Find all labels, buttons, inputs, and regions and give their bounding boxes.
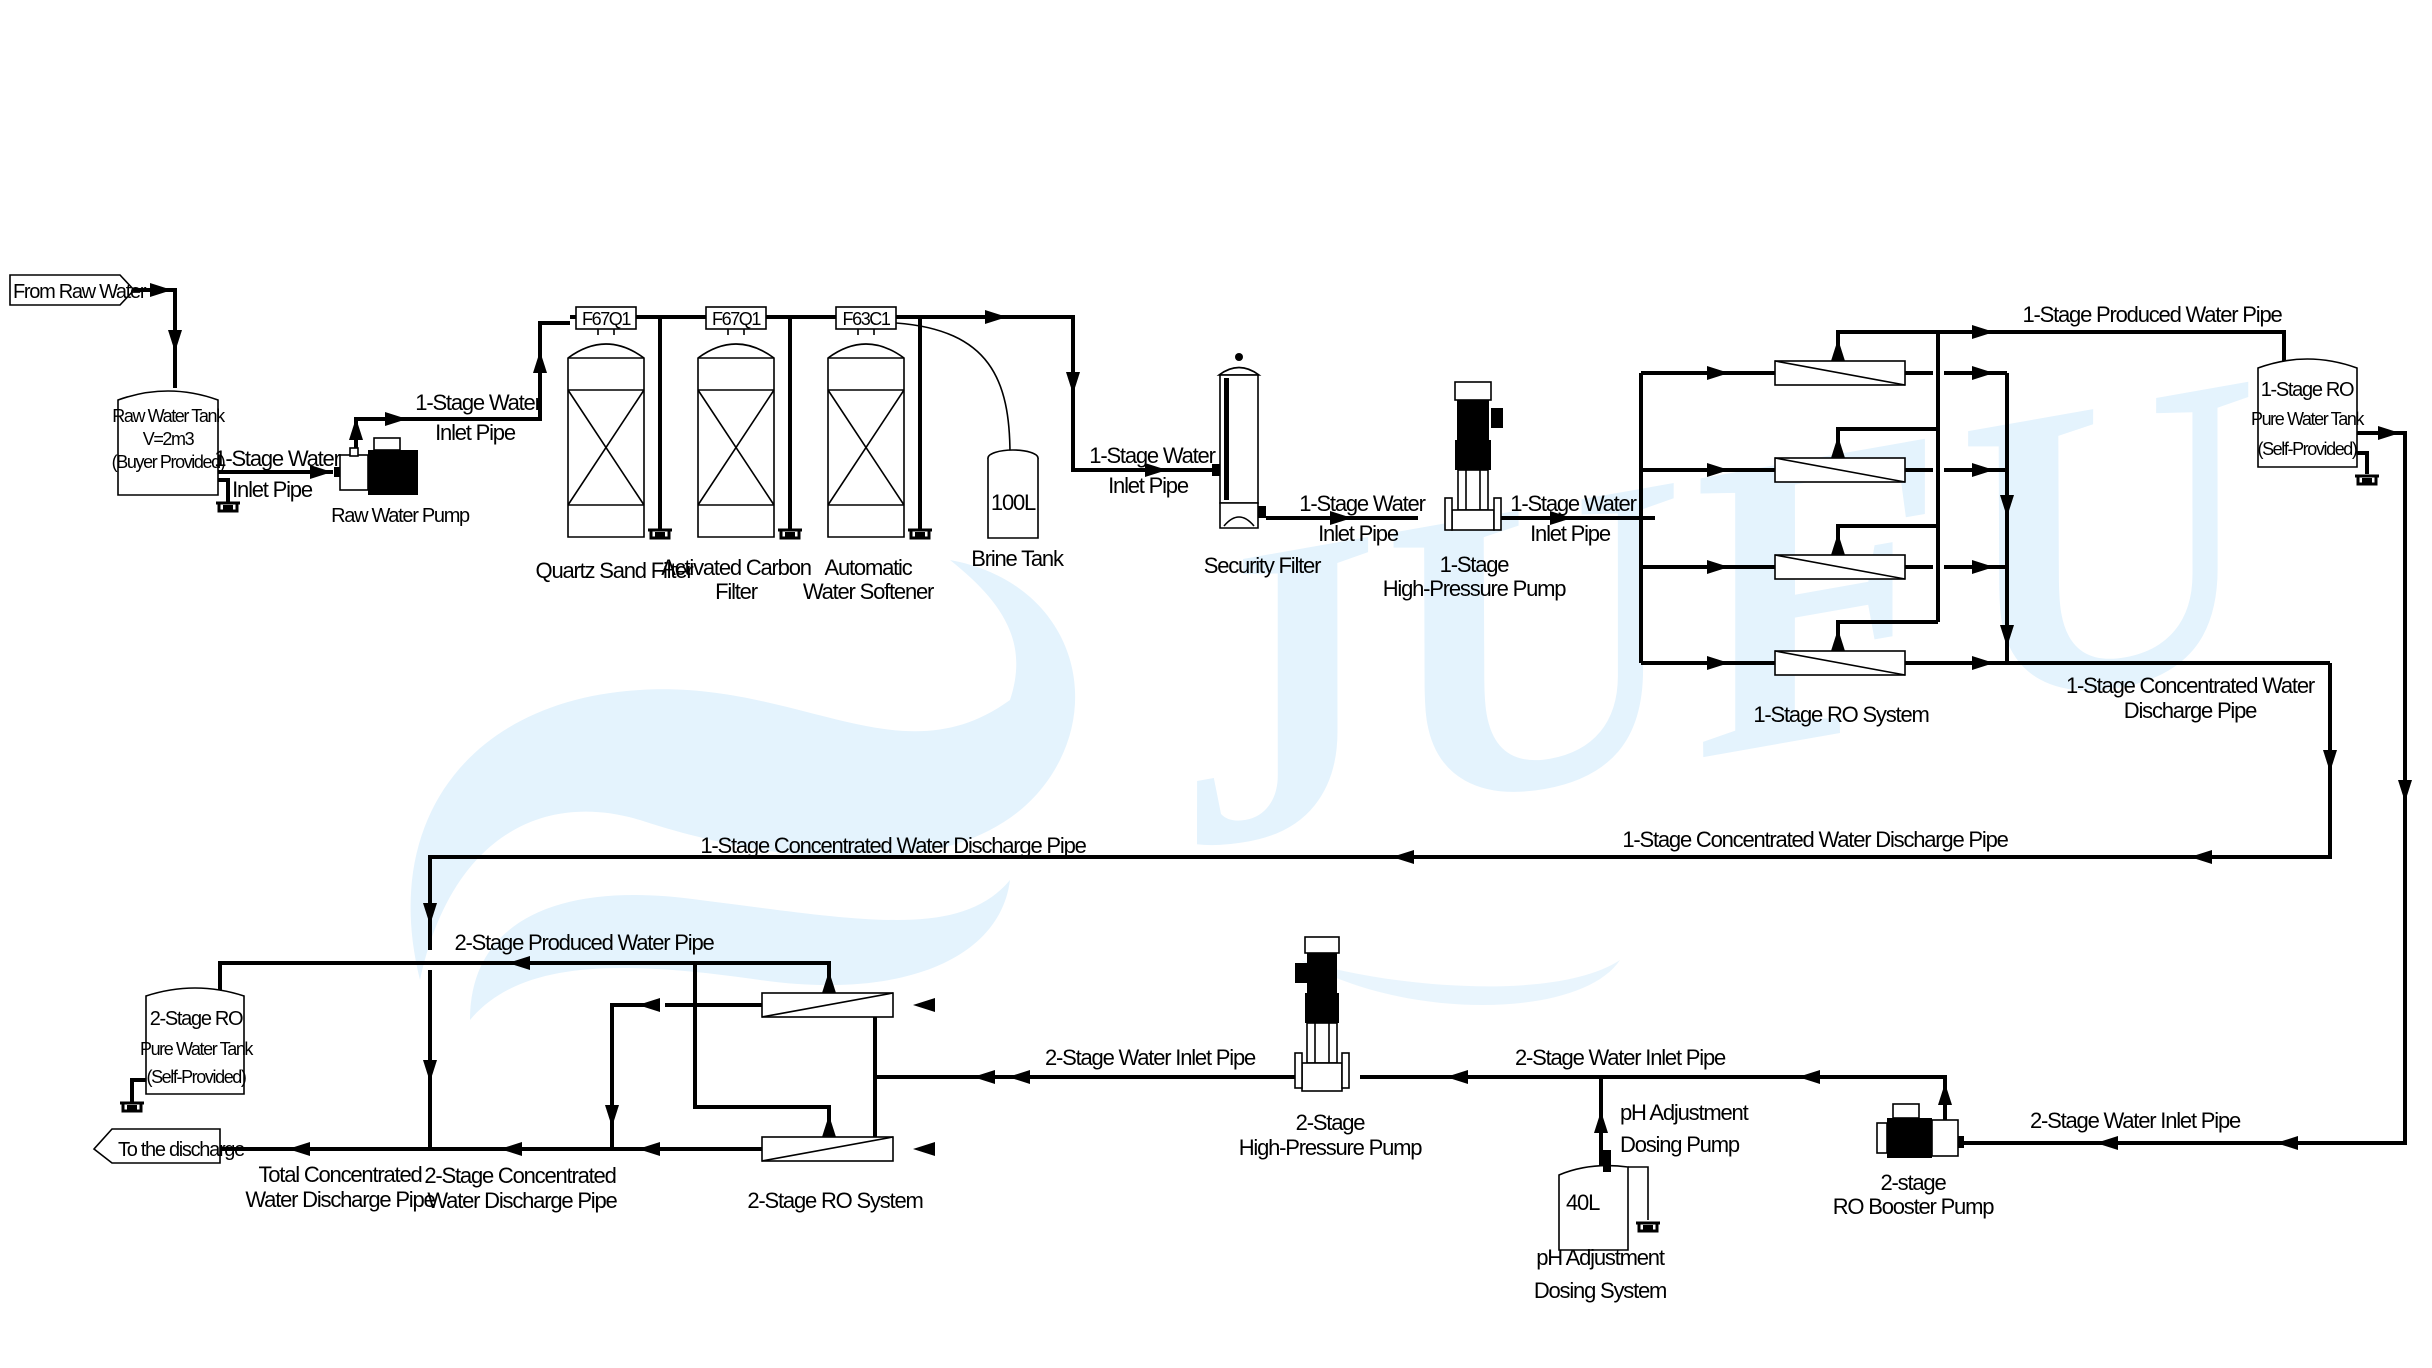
pipe-label-total-concentrate-line1: Total Concentrated xyxy=(258,1162,421,1187)
pipe-label-concentrate-1-line2: Discharge Pipe xyxy=(2124,698,2257,723)
pipe-label-inlet-1a-line1: 1-Stage Water xyxy=(214,446,340,471)
valve-label-3: F63C1 xyxy=(842,309,890,329)
pipe-label-total-concentrate-line2: Water Discharge Pipe xyxy=(245,1187,435,1212)
security-filter: Security Filter xyxy=(1204,353,1322,578)
raw-water-tank-label: Raw Water Tank xyxy=(112,406,226,426)
pipe-label-concentrate-2-line2: Water Discharge Pipe xyxy=(427,1188,617,1213)
water-softener-label-2: Water Softener xyxy=(803,579,934,604)
pipe-label-inlet-1b-line1: 1-Stage Water xyxy=(415,390,541,415)
pipe-label-inlet-2b: 2-Stage Water Inlet Pipe xyxy=(1515,1045,1726,1070)
ph-pump-label-1: pH Adjustment xyxy=(1620,1100,1749,1125)
pipe-label-inlet-1e-line2: Inlet Pipe xyxy=(1530,521,1611,546)
pipe-label-inlet-1a-line2: Inlet Pipe xyxy=(232,477,313,502)
pipe-label-produced-1: 1-Stage Produced Water Pipe xyxy=(2022,302,2282,327)
ph-system-label-2: Dosing System xyxy=(1534,1278,1666,1303)
pipe-label-inlet-1d-line2: Inlet Pipe xyxy=(1318,521,1399,546)
pipe-label-concentrate-2-line1: 2-Stage Concentrated xyxy=(424,1163,615,1188)
ro-tank-1-label-3: (Self-Provided) xyxy=(2257,439,2356,459)
ro-tank-1: 1-Stage RO Pure Water Tank (Self-Provide… xyxy=(2251,358,2381,486)
pipe-label-produced-2: 2-Stage Produced Water Pipe xyxy=(454,930,714,955)
raw-water-tank-note: (Buyer Provided) xyxy=(112,452,225,472)
quartz-sand-filter-label: Quartz Sand Filter xyxy=(536,558,694,583)
raw-water-tank: Raw Water Tank V=2m3 (Buyer Provided) xyxy=(112,390,228,496)
hp-pump-1-label-1: 1-Stage xyxy=(1440,552,1510,577)
quartz-sand-filter: F67Q1 Quartz Sand Filter xyxy=(536,306,695,583)
hp-pump-2: 2-Stage High-Pressure Pump xyxy=(1239,936,1423,1160)
booster-pump-2-label-1: 2-stage xyxy=(1881,1170,1947,1195)
ro-system-1: 1-Stage RO System xyxy=(1639,325,2330,727)
source-terminal: From Raw Water xyxy=(9,274,148,306)
pipe-label-inlet-1e-line1: 1-Stage Water xyxy=(1510,491,1636,516)
pipe-label-inlet-1c-line2: Inlet Pipe xyxy=(1108,473,1189,498)
pipe-label-concentrate-1-line1: 1-Stage Concentrated Water xyxy=(2066,673,2315,698)
watermark-logo: JUFU xyxy=(410,284,2312,1020)
pipe-label-concentrate-1-left: 1-Stage Concentrated Water Discharge Pip… xyxy=(700,833,1086,858)
ph-dosing-system: 40L pH Adjustment Dosing Pump pH Adjustm… xyxy=(1534,1077,1750,1303)
security-filter-label: Security Filter xyxy=(1204,553,1321,578)
valve-label-2: F67Q1 xyxy=(712,309,761,329)
ph-pump-label-2: Dosing Pump xyxy=(1620,1132,1740,1157)
ro-tank-2-label-1: 2-Stage RO xyxy=(150,1008,243,1030)
water-softener-label-1: Automatic xyxy=(824,555,912,580)
ro-system-2: 2-Stage RO System xyxy=(218,956,1030,1213)
pipe-label-inlet-1d-line1: 1-Stage Water xyxy=(1299,491,1425,516)
ro-tank-2-label-2: Pure Water Tank xyxy=(140,1039,254,1059)
discharge-terminal: To the discharge xyxy=(92,1128,246,1164)
pipe-label-inlet-1b-line2: Inlet Pipe xyxy=(435,420,516,445)
discharge-terminal-label: To the discharge xyxy=(118,1139,245,1161)
pipe-label-inlet-2c: 2-Stage Water Inlet Pipe xyxy=(2030,1108,2241,1133)
brine-tank: 100L Brine Tank xyxy=(895,322,1066,571)
ro-tank-2: 2-Stage RO Pure Water Tank (Self-Provide… xyxy=(118,987,256,1113)
hp-pump-2-label-1: 2-Stage xyxy=(1296,1110,1366,1135)
ro-tank-2-label-3: (Self-Provided) xyxy=(146,1067,245,1087)
pipe-label-inlet-2a: 2-Stage Water Inlet Pipe xyxy=(1045,1045,1256,1070)
ro-system-1-label: 1-Stage RO System xyxy=(1753,702,1928,727)
ro-tank-1-label-2: Pure Water Tank xyxy=(2251,409,2365,429)
raw-inlet-pipe xyxy=(134,288,177,388)
booster-pump-2: 2-stage RO Booster Pump xyxy=(1833,1103,1995,1219)
water-softener: F63C1 Automatic Water Softener xyxy=(803,306,935,604)
booster-pump-2-label-2: RO Booster Pump xyxy=(1833,1194,1994,1219)
ro-tank-1-label-1: 1-Stage RO xyxy=(2261,379,2354,401)
ph-tank-volume: 40L xyxy=(1566,1190,1600,1215)
ro-system-2-label: 2-Stage RO System xyxy=(747,1188,922,1213)
hp-pump-1: 1-Stage High-Pressure Pump xyxy=(1383,381,1567,601)
hp-pump-1-label-2: High-Pressure Pump xyxy=(1383,576,1567,601)
activated-carbon-filter-label-1: Activated Carbon xyxy=(661,555,811,580)
source-terminal-label: From Raw Water xyxy=(13,281,147,303)
activated-carbon-filter-label-2: Filter xyxy=(715,579,758,604)
brine-tank-volume: 100L xyxy=(991,490,1036,515)
raw-water-tank-volume: V=2m3 xyxy=(143,429,195,449)
pipe-label-concentrate-1-mid: 1-Stage Concentrated Water Discharge Pip… xyxy=(1622,827,2008,852)
ph-system-label-1: pH Adjustment xyxy=(1536,1245,1665,1270)
raw-water-pump-label: Raw Water Pump xyxy=(331,505,470,527)
brine-tank-label: Brine Tank xyxy=(971,546,1065,571)
valve-label-1: F67Q1 xyxy=(582,309,631,329)
hp-pump-2-label-2: High-Pressure Pump xyxy=(1239,1135,1423,1160)
pipe-label-inlet-1c-line1: 1-Stage Water xyxy=(1089,443,1215,468)
activated-carbon-filter: F67Q1 Activated Carbon Filter xyxy=(661,306,812,604)
raw-water-pump xyxy=(334,437,418,495)
